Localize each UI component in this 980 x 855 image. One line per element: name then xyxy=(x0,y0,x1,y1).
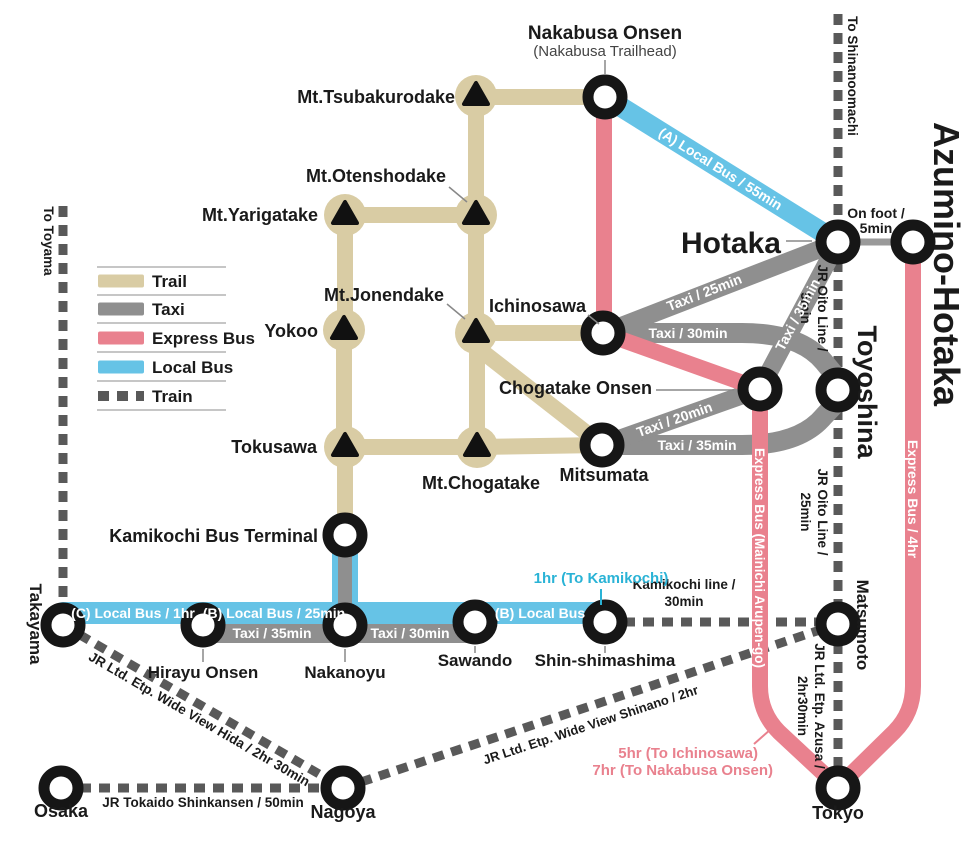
station-takayama xyxy=(40,602,86,648)
label-osaka: Osaka xyxy=(34,801,89,821)
label-takayama: Takayama xyxy=(26,584,45,666)
station-chogatake-onsen xyxy=(737,366,783,412)
pointer-5hr-7hr xyxy=(753,728,772,745)
legend-label-trail: Trail xyxy=(152,272,187,291)
band-label-a-local-bus: (A) Local Bus / 55min xyxy=(656,124,785,213)
label-oito-line-25min: JR Oito Line /25min xyxy=(798,468,830,555)
mountain-icon xyxy=(330,315,358,340)
label-ichinosawa: Ichinosawa xyxy=(489,296,587,316)
label-hotaka: Hotaka xyxy=(681,227,781,260)
edge-trail-jonendake-mitsumata xyxy=(471,341,610,453)
station-nakabusa-onsen xyxy=(582,74,628,120)
label-nakabusa-trailhead: (Nakabusa Trailhead) xyxy=(533,43,676,60)
label-kamikochi-bus-terminal: Kamikochi Bus Terminal xyxy=(109,526,318,546)
edge-taxi-mitsumata-chogatakeonsen xyxy=(593,380,769,454)
edge-express-ichinosawa-chogatakeonsen xyxy=(595,325,768,397)
mountain-icon xyxy=(462,81,490,106)
station-hotaka xyxy=(815,219,861,265)
station-mitsumata xyxy=(579,422,625,468)
label-to-toyama: To Toyama xyxy=(41,206,56,276)
edge-express-azumino-tokyo xyxy=(830,234,921,795)
label-to-shinanoomachi: To Shinanoomachi xyxy=(845,16,860,136)
station-hirayu-onsen xyxy=(180,602,226,648)
station-nakanoyu xyxy=(322,602,368,648)
legend-label-express: Express Bus xyxy=(152,329,255,348)
label-mitsumata: Mitsumata xyxy=(559,465,649,485)
station-azumino-hotaka xyxy=(890,219,936,265)
mountain-icon xyxy=(462,318,490,343)
label-yokoo: Yokoo xyxy=(264,321,318,341)
label-mt-chogatake: Mt.Chogatake xyxy=(422,473,540,493)
label-5hr-to-ichinosawa: 5hr (To Ichinosawa) xyxy=(618,745,758,762)
mountain-icon xyxy=(331,432,359,457)
legend-label-local: Local Bus xyxy=(152,358,233,377)
band-label-express-bus-4hr: Express Bus / 4hr xyxy=(905,440,921,559)
band-label-taxi-35min-mitsumata: Taxi / 35min xyxy=(657,437,736,453)
edge-taxi-ichinosawa-hotaka xyxy=(594,233,847,342)
legend-swatch-trail-icon xyxy=(98,274,144,288)
mountain-icon xyxy=(462,200,490,225)
pointer-otenshodake xyxy=(448,186,468,203)
label-azusa: JR Ltd. Etp. Azusa /2hr30min xyxy=(795,643,827,769)
edge-express-chogatakeonsen-tokyo xyxy=(752,381,846,795)
label-mt-jonendake: Mt.Jonendake xyxy=(324,285,444,305)
station-toyoshina xyxy=(815,367,861,413)
label-1hr-to-kamikochi: 1hr (To Kamikochi) xyxy=(534,570,669,587)
label-on-foot: On foot /5min xyxy=(847,205,905,236)
band-label-taxi-30min-toyoshina: Taxi / 30min xyxy=(648,325,727,341)
label-chogatake-onsen: Chogatake Onsen xyxy=(499,378,652,398)
edge-taxi-ichinosawa-toyoshina xyxy=(593,323,848,389)
label-kamikochi-line: Kamikochi line /30min xyxy=(633,577,736,609)
label-sawando: Sawando xyxy=(438,651,513,670)
band-label-b-local-bus: (B) Local Bus xyxy=(495,605,585,621)
legend-swatch-local-icon xyxy=(98,360,144,374)
label-matsumoto: Matsumoto xyxy=(853,580,872,671)
pointer-ichinosawa xyxy=(587,314,600,325)
legend-label-train: Train xyxy=(152,387,193,406)
label-toyoshina: Toyoshina xyxy=(852,325,882,459)
label-hirayu-onsen: Hirayu Onsen xyxy=(148,663,259,682)
edge-taxi-chogatakeonsen-hotaka xyxy=(751,233,847,398)
label-azumino-hotaka: Azumino-Hotaka xyxy=(926,122,967,407)
station-shin-shimashima xyxy=(582,599,628,645)
band-label-mainichi-arupen-go: Express Bus (Mainichi Arupen-go) xyxy=(752,448,767,668)
legend-swatch-express-icon xyxy=(98,331,144,345)
label-mt-yarigatake: Mt.Yarigatake xyxy=(202,205,318,225)
edge-localbus-nakabusa-hotaka xyxy=(595,87,848,252)
label-7hr-to-nakabusa: 7hr (To Nakabusa Onsen) xyxy=(592,762,773,779)
station-ichinosawa xyxy=(580,310,626,356)
band-label-taxi-20min: Taxi / 20min xyxy=(634,399,714,440)
label-tokusawa: Tokusawa xyxy=(231,437,318,457)
station-tokyo xyxy=(815,765,861,811)
mountain-icon xyxy=(331,200,359,225)
band-label-b-local-bus-25min: (B) Local Bus / 25min xyxy=(203,605,345,621)
pointer-jonendake xyxy=(446,303,466,320)
label-oito-line-5min: JR Oito Line /5min xyxy=(798,264,830,351)
edge-train-shinano-nagoya-matsumoto xyxy=(341,619,840,793)
station-matsumoto xyxy=(815,601,861,647)
label-shin-shimashima: Shin-shimashima xyxy=(535,651,676,670)
station-kamikochi-bus-terminal xyxy=(322,512,368,558)
band-label-taxi-30min-bottom: Taxi / 30min xyxy=(370,625,449,641)
band-label-taxi-35min-bottom: Taxi / 35min xyxy=(232,625,311,641)
legend-swatch-taxi-icon xyxy=(98,302,144,316)
label-tokyo: Tokyo xyxy=(812,803,864,823)
label-nakabusa-onsen: Nakabusa Onsen xyxy=(528,23,682,44)
station-osaka xyxy=(38,765,84,811)
band-label-c-local-bus: (C) Local Bus / 1hr xyxy=(71,605,195,621)
label-mt-tsubakurodake: Mt.Tsubakurodake xyxy=(297,87,455,107)
label-nagoya: Nagoya xyxy=(310,802,376,822)
label-shinkansen: JR Tokaido Shinkansen / 50min xyxy=(102,795,304,810)
legend-label-taxi: Taxi xyxy=(152,300,185,319)
label-mt-otenshodake: Mt.Otenshodake xyxy=(306,166,446,186)
station-sawando xyxy=(452,599,498,645)
edge-train-hida-takayama-nagoya xyxy=(60,621,346,792)
station-nagoya xyxy=(320,765,366,811)
edge-taxi-mitsumata-toyoshina xyxy=(592,391,848,455)
mountain-icon xyxy=(463,432,491,457)
label-nakanoyu: Nakanoyu xyxy=(304,663,385,682)
